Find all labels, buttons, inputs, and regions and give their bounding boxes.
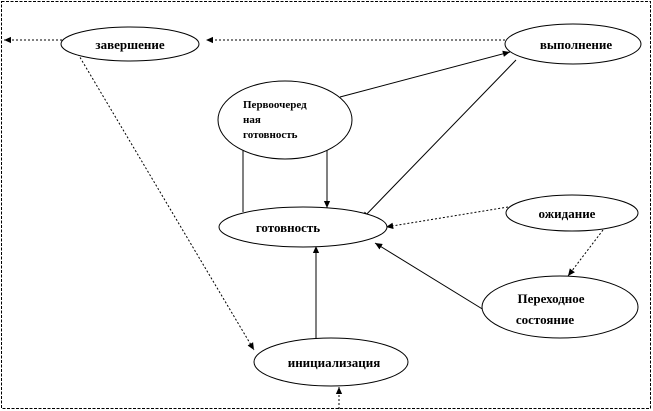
edge-waiting-to-ready <box>385 206 509 229</box>
node-priority-ready-line-1: Первоочеред <box>243 99 307 111</box>
node-transitional-shape <box>481 275 639 339</box>
node-waiting: ожидание <box>505 194 639 232</box>
edge-completion-to-initialization <box>77 53 255 351</box>
node-initialization-shape <box>253 337 409 387</box>
edge-priority-to-execution <box>339 50 511 98</box>
node-completion: завершение <box>60 26 200 62</box>
node-priority-ready-line-2: ная <box>243 114 261 126</box>
node-ready-shape <box>218 206 388 248</box>
node-waiting-label: ожидание <box>539 206 596 221</box>
node-waiting-shape <box>505 194 639 232</box>
node-priority-ready: Первоочеред ная готовность <box>217 80 353 160</box>
node-priority-ready-line-3: готовность <box>243 129 298 141</box>
node-transitional: Переходное состояние <box>481 275 639 339</box>
node-execution-label: выполнение <box>540 37 613 52</box>
node-execution: выполнение <box>504 23 642 65</box>
node-transitional-line-1: Переходное <box>517 291 584 306</box>
edges <box>4 36 604 409</box>
node-ready: готовность <box>218 206 388 248</box>
edge-execution-to-ready <box>361 59 517 220</box>
node-transitional-line-2: состояние <box>516 312 575 327</box>
node-initialization-label: инициализация <box>288 355 381 370</box>
node-completion-label: завершение <box>95 37 164 52</box>
node-priority-ready-shape <box>217 80 353 160</box>
node-completion-shape <box>60 26 200 62</box>
edge-waiting-to-transitional <box>567 229 604 277</box>
node-ready-label: готовность <box>256 220 320 235</box>
edge-transitional-to-ready <box>374 242 498 319</box>
node-initialization: инициализация <box>253 337 409 387</box>
node-execution-shape <box>504 23 642 65</box>
